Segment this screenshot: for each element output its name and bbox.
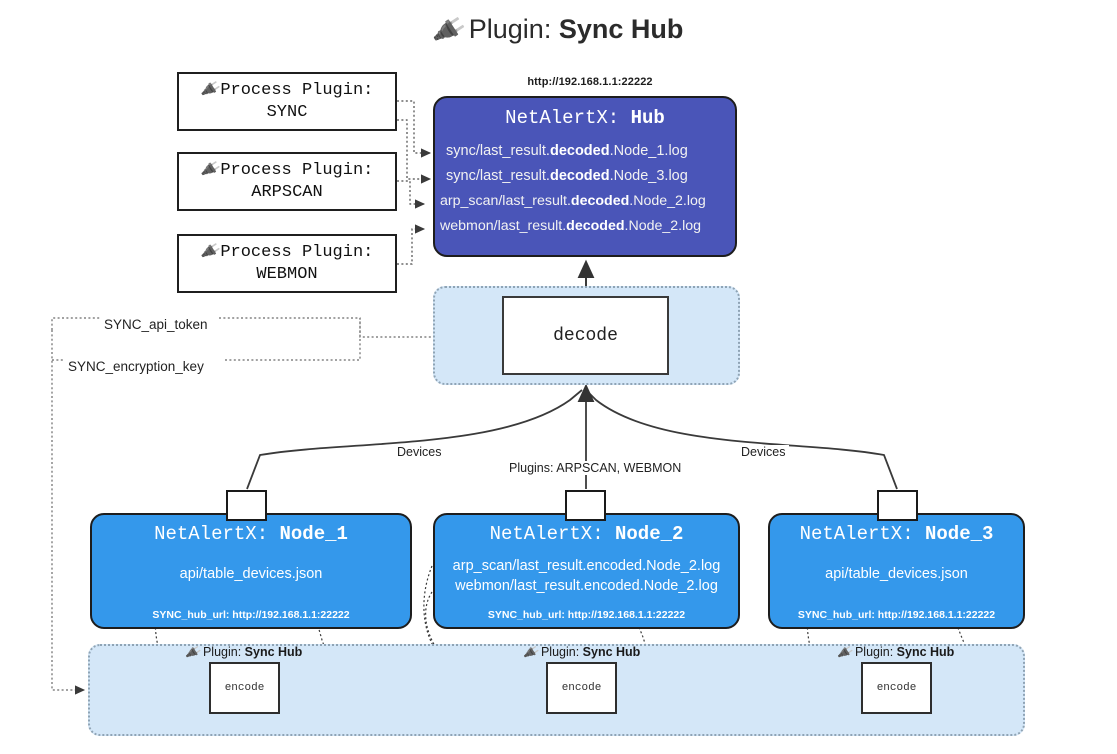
envelope-icon [226,490,267,521]
sync-api-token-label: SYNC_api_token [100,317,212,332]
node-box-node-1[interactable]: NetAlertX: Node_1 api/table_devices.json… [90,513,412,629]
node-data-line: api/table_devices.json [825,566,968,582]
encode-box-node-3[interactable]: encode [861,662,932,714]
page-title-prefix: Plugin: [468,14,559,44]
process-plugin-label: Process Plugin: [220,161,374,181]
hub-node-box[interactable]: NetAlertX: Hub sync/last_result.decoded.… [433,96,737,257]
process-plugin-label: Process Plugin: [220,81,374,101]
node-box-node-3[interactable]: NetAlertX: Node_3 api/table_devices.json… [768,513,1025,629]
hub-log-line: sync/last_result.decoded.Node_1.log [446,143,688,159]
plug-icon: 🔌 [199,80,222,102]
node-box-node-2[interactable]: NetAlertX: Node_2 arp_scan/last_result.e… [433,513,740,629]
encode-plugin-label: 🔌Plugin: Sync Hub [836,643,955,661]
plug-icon: 🔌 [199,160,222,182]
node-data-line: arp_scan/last_result.encoded.Node_2.log [452,558,721,574]
process-plugin-name: ARPSCAN [251,182,323,202]
encode-plugin-label: 🔌Plugin: Sync Hub [522,643,641,661]
node-hub-url: SYNC_hub_url: http://192.168.1.1:22222 [152,609,350,621]
hub-title: NetAlertX: Hub [435,107,735,129]
process-plugin-arpscan[interactable]: 🔌Process Plugin: ARPSCAN [177,152,397,211]
envelope-icon [877,490,918,521]
edge-label-devices-left: Devices [393,445,446,459]
node-data-line: webmon/last_result.encoded.Node_2.log [455,578,718,594]
node-title: NetAlertX: Node_2 [489,523,684,545]
plug-icon: 🔌 [836,643,855,661]
plug-icon: 🔌 [431,13,468,47]
edge-label-devices-right: Devices [737,445,790,459]
encode-plugin-label: 🔌Plugin: Sync Hub [184,643,303,661]
node-hub-url: SYNC_hub_url: http://192.168.1.1:22222 [797,609,996,621]
process-plugin-name: SYNC [266,102,308,122]
hub-log-line: sync/last_result.decoded.Node_3.log [446,168,688,184]
hub-log-line: webmon/last_result.decoded.Node_2.log [440,218,702,234]
envelope-icon [565,490,606,521]
hub-url-label: http://192.168.1.1:22222 [527,76,653,88]
node-data-line: api/table_devices.json [179,566,323,582]
process-plugin-name: WEBMON [256,264,318,284]
encode-box-node-2[interactable]: encode [546,662,617,714]
page-title-name: Sync Hub [558,14,684,44]
decode-box[interactable]: decode [502,296,669,375]
hub-title-name: Hub [630,107,665,129]
process-plugin-sync[interactable]: 🔌Process Plugin: SYNC [177,72,397,131]
plug-icon: 🔌 [184,643,203,661]
node-title: NetAlertX: Node_3 [799,523,994,545]
plug-icon: 🔌 [199,242,222,264]
node-hub-url: SYNC_hub_url: http://192.168.1.1:22222 [487,609,686,621]
process-plugin-webmon[interactable]: 🔌Process Plugin: WEBMON [177,234,397,293]
edge-label-plugins: Plugins: ARPSCAN, WEBMON [505,461,686,475]
hub-log-line: arp_scan/last_result.decoded.Node_2.log [440,193,706,209]
page-title: 🔌Plugin: Sync Hub [0,13,1117,47]
process-plugin-label: Process Plugin: [220,243,374,263]
encode-box-node-1[interactable]: encode [209,662,280,714]
plug-icon: 🔌 [522,643,541,661]
hub-title-prefix: NetAlertX: [505,107,631,129]
node-title: NetAlertX: Node_1 [154,523,348,545]
sync-encryption-key-label: SYNC_encryption_key [64,359,208,374]
